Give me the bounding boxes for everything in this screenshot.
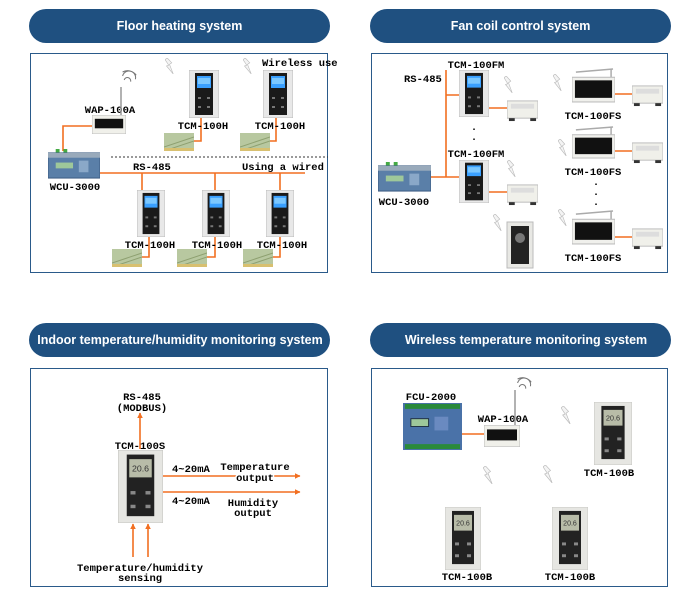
current-range-label: 4~20mA <box>172 496 211 508</box>
temperature-output-label: Temperature <box>220 462 289 474</box>
wap-label: WAP-100A <box>85 105 136 117</box>
fcu-label: FCU-2000 <box>406 392 456 404</box>
sensing-label: sensing <box>118 573 162 585</box>
device-label: TCM-100FS <box>565 253 622 265</box>
continuation-dot: · <box>593 179 599 191</box>
panel-title: Floor heating system <box>117 19 243 33</box>
panel-wireless-monitoring: Wireless temperature monitoring system F… <box>370 323 671 587</box>
panel-header <box>29 9 330 43</box>
thermostat-tcm-100fm-icon <box>459 160 489 203</box>
fan-coil-unit-icon <box>507 184 538 206</box>
panel-header <box>370 323 671 357</box>
device-label: TCM-100H <box>255 121 305 133</box>
fan-coil-unit-icon <box>507 100 538 122</box>
device-label: TCM-100B <box>442 572 493 584</box>
using-wired-label: Using a wired <box>242 162 324 174</box>
floor-heating-pad-icon <box>112 249 142 267</box>
panel-title: Wireless temperature monitoring system <box>405 333 647 347</box>
sensing-label: Temperature/humidity <box>77 563 204 575</box>
wap-label: WAP-100A <box>478 414 529 426</box>
wap-100a-device-icon <box>484 425 520 447</box>
thermostat-tcm-100b-icon <box>594 402 632 465</box>
rs485-bus <box>100 172 305 191</box>
device-label: TCM-100H <box>178 121 228 133</box>
rs485-label: RS-485 <box>133 162 171 174</box>
device-label: TCM-100FS <box>565 167 622 179</box>
device-label: TCM-100FS <box>565 111 622 123</box>
fan-coil-unit-icon <box>632 142 663 164</box>
device-label: TCM-100FM <box>448 60 505 72</box>
thermostat-tcm-100fm-icon <box>459 70 489 117</box>
rs485-label: RS-485 <box>123 392 161 404</box>
wap-100a-device-icon <box>92 115 126 134</box>
continuation-dot: · <box>593 189 599 201</box>
device-label: TCM-100B <box>545 572 596 584</box>
thermostat-tcm-100h-icon <box>202 190 230 237</box>
thermostat-tcm-100b-icon <box>552 507 588 570</box>
device-label: TCM-100B <box>584 468 635 480</box>
thermostat-tcm-100s-icon <box>118 450 163 523</box>
rs485-bus <box>431 70 508 193</box>
thermostat-tcm-100h-icon <box>266 190 294 237</box>
device-label: TCM-100FM <box>448 149 505 161</box>
thermostat-tcm-100b-icon <box>445 507 481 570</box>
floor-heating-pad-icon <box>243 249 273 267</box>
wcu-3000-controller-icon <box>48 149 100 179</box>
wcu-label: WCU-3000 <box>50 182 100 194</box>
fcu-2000-controller-icon <box>403 403 462 450</box>
thermostat-tcm-100h-icon <box>137 190 165 237</box>
panel-title: Fan coil control system <box>451 19 591 33</box>
thermostat-tcm-100h-icon <box>189 70 219 118</box>
wcu-label: WCU-3000 <box>379 197 429 209</box>
panel-frame <box>30 368 328 587</box>
panel-indoor-monitoring: Indoor temperature/humidity monitoring s… <box>29 323 330 587</box>
wireless-use-label: Wireless use <box>262 58 338 70</box>
current-range-label: 4~20mA <box>172 464 211 476</box>
panel-title: Indoor temperature/humidity monitoring s… <box>37 333 322 347</box>
panel-floor-heating: Floor heating system Wireless use TCM-10… <box>29 9 338 273</box>
continuation-dot: · <box>593 199 599 211</box>
humidity-output-label: Humidity <box>228 498 279 510</box>
rs485-label: RS-485 <box>404 74 442 86</box>
panel-header <box>370 9 671 43</box>
fan-coil-unit-icon <box>632 85 663 107</box>
continuation-dot: · <box>471 134 477 146</box>
panel-fan-coil: Fan coil control system TCM-100FM RS-485… <box>370 9 671 273</box>
thermostat-tcm-100h-icon <box>263 70 293 118</box>
panel-header <box>29 323 330 357</box>
wireless-remote-icon <box>506 221 534 269</box>
wcu-3000-controller-icon <box>378 162 431 192</box>
modbus-label: (MODBUS) <box>117 403 167 415</box>
floor-heating-pad-icon <box>177 249 207 267</box>
floor-heating-pad-icon <box>164 133 194 151</box>
floor-heating-pad-icon <box>240 133 270 151</box>
temperature-output-label: output <box>236 473 274 485</box>
continuation-dot: · <box>471 124 477 136</box>
fan-coil-unit-icon <box>632 228 663 250</box>
humidity-output-label: output <box>234 508 272 520</box>
